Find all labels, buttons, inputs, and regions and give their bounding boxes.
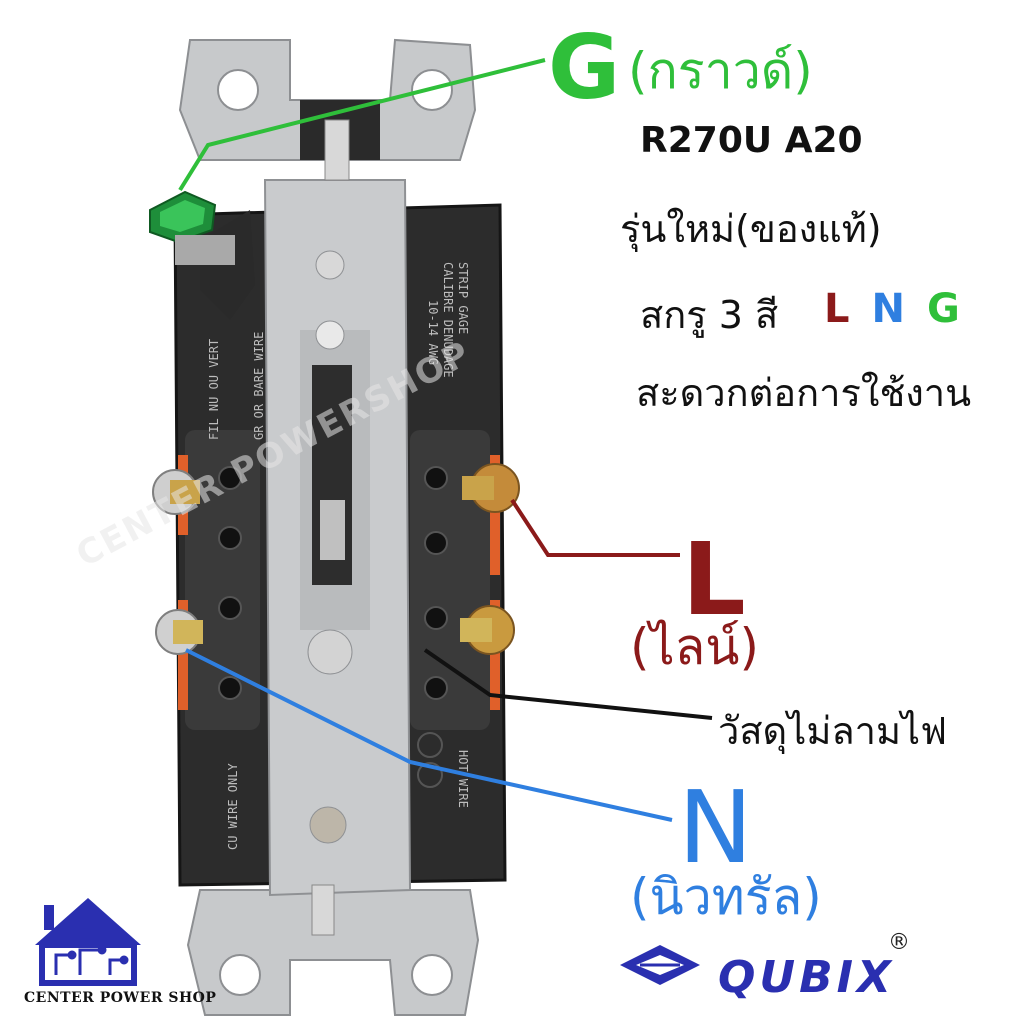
- screw-colors-label: สกรู 3 สี: [640, 293, 779, 337]
- brand-name: QUBIX: [718, 952, 895, 1003]
- terminal-screw-icon: [152, 469, 203, 655]
- strip-gage-text: STRIP GAGE: [456, 262, 470, 335]
- house-circuit-logo-icon: [35, 898, 141, 986]
- ground-thai-label: (กราวด์): [628, 42, 813, 100]
- lng-g: G: [926, 286, 960, 332]
- gr-bare-text: GR OR BARE WIRE: [252, 331, 266, 440]
- model-number: R270U A20: [640, 120, 863, 161]
- neutral-letter: N: [678, 769, 753, 886]
- lng-n: N: [871, 286, 905, 332]
- ground-letter: G: [548, 16, 621, 119]
- cu-wire-text: CU WIRE ONLY: [226, 763, 240, 850]
- hot-wire-text: HOT WIRE: [456, 750, 470, 808]
- fire-retardant-label: วัสดุไม่ลามไฟ: [718, 709, 948, 753]
- ground-screw-icon: [149, 190, 255, 320]
- line-letter: L: [682, 521, 746, 638]
- neutral-thai-label: (นิวทรัล): [630, 868, 822, 926]
- shop-name: CENTER POWER SHOP: [24, 990, 217, 1006]
- lng-l: L: [824, 286, 850, 332]
- line-thai-label: (ไลน์): [630, 618, 759, 676]
- fil-nu-text: FIL NU OU VERT: [207, 338, 221, 440]
- qubix-logo-icon: [620, 945, 700, 985]
- registered-mark: ®: [888, 930, 910, 955]
- new-model-label: รุ่นใหม่(ของแท้): [620, 207, 882, 251]
- convenient-label: สะดวกต่อการใช้งาน: [636, 371, 972, 415]
